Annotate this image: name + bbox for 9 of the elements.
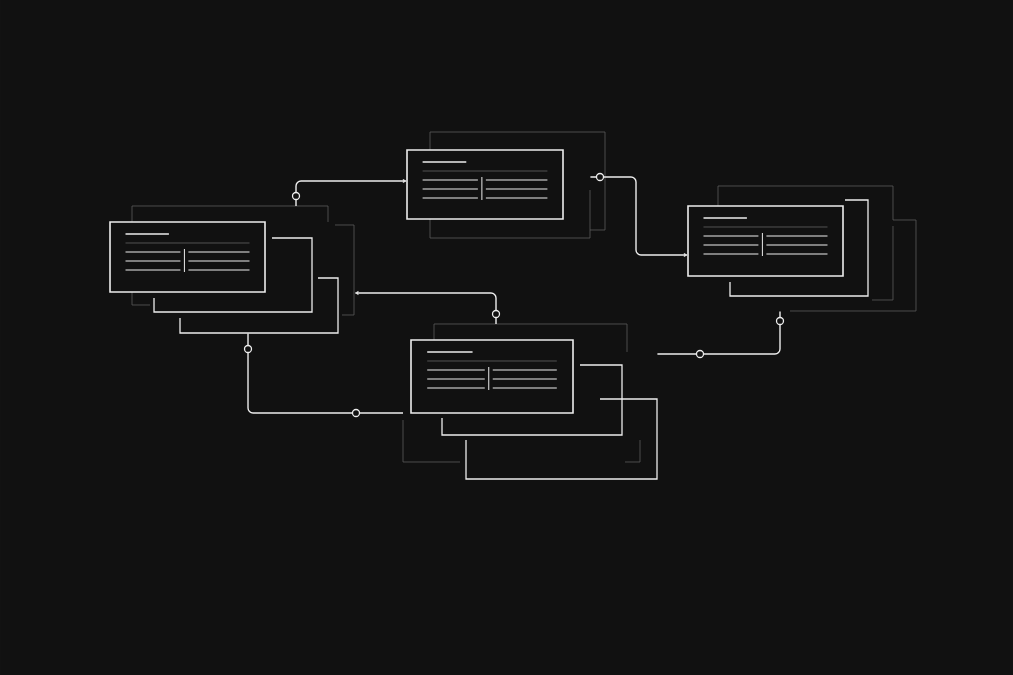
- connector: [354, 291, 501, 325]
- card-stack: [687, 185, 917, 312]
- connector: [656, 310, 785, 359]
- connector: [589, 172, 688, 257]
- connector: [243, 332, 404, 418]
- card-stack: [109, 205, 355, 334]
- connector: [291, 179, 407, 207]
- card-stack: [406, 131, 606, 239]
- card-stack: [402, 323, 658, 480]
